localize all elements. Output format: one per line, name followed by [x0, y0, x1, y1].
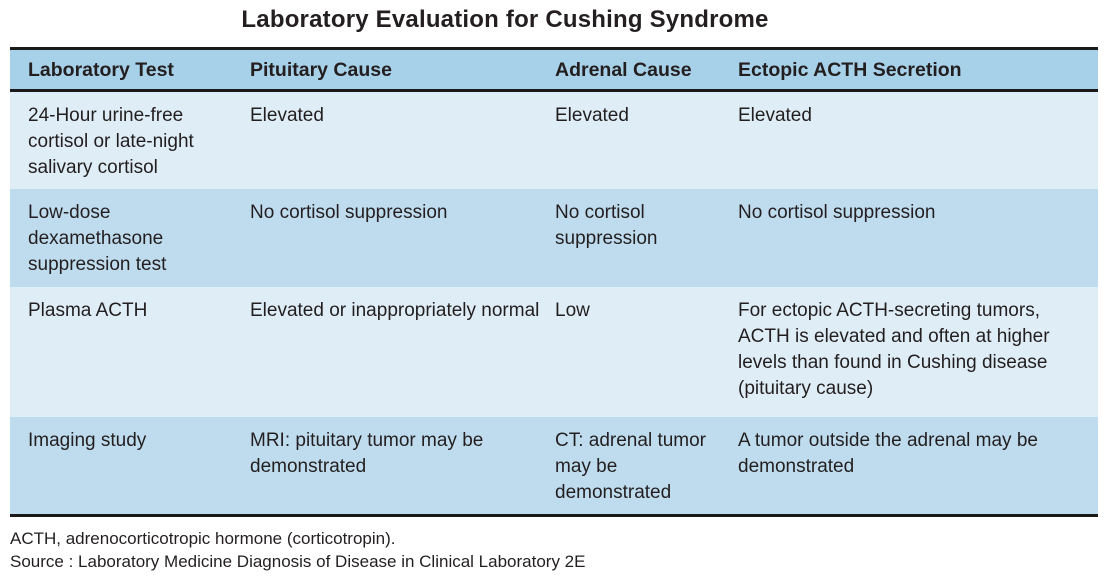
table-cell: Imaging study	[28, 429, 147, 451]
table-row-imaging-study: Imaging study MRI: pituitary tumor may b…	[10, 416, 1098, 516]
table-row-dexamethasone-suppression: Low-dose dexamethasone suppression test …	[10, 188, 1098, 287]
table-row-urine-free-cortisol: 24-Hour urine-free cortisol or late-nigh…	[10, 90, 1098, 189]
table-cell: Elevated	[738, 105, 812, 126]
table-cell: For ectopic ACTH-secreting tumors, ACTH …	[738, 299, 1050, 399]
table-cell: Elevated	[250, 105, 324, 126]
header-cell-adrenal-cause: Adrenal Cause	[555, 48, 738, 92]
header-row: Laboratory Test Pituitary Cause Adrenal …	[10, 48, 1098, 92]
page-title: Laboratory Evaluation for Cushing Syndro…	[241, 6, 769, 33]
table-cell: Elevated or inappropriately normal	[250, 299, 540, 321]
table-cell: MRI: pituitary tumor may be demonstrated	[250, 429, 484, 477]
footnotes: ACTH, adrenocorticotropic hormone (corti…	[10, 527, 585, 573]
table-cell: A tumor outside the adrenal may be demon…	[738, 429, 1038, 477]
table-cell: No cortisol suppression	[555, 201, 658, 249]
abbreviation-note: ACTH, adrenocorticotropic hormone (corti…	[10, 529, 396, 548]
table-cell: Low-dose dexamethasone suppression test	[28, 201, 167, 275]
lab-evaluation-table: Laboratory Test Pituitary Cause Adrenal …	[10, 47, 1098, 517]
table-cell: No cortisol suppression	[738, 201, 936, 223]
table-cell: Low	[555, 299, 590, 321]
header-cell-ectopic-acth-secretion: Ectopic ACTH Secretion	[738, 48, 1098, 92]
table-cell: CT: adrenal tumor may be demonstrated	[555, 429, 707, 503]
header-cell-laboratory-test: Laboratory Test	[10, 48, 250, 92]
table-cell: Plasma ACTH	[28, 299, 148, 321]
table-cell: No cortisol suppression	[250, 201, 448, 223]
source-note: Source : Laboratory Medicine Diagnosis o…	[10, 552, 586, 571]
table-row-plasma-acth: Plasma ACTH Elevated or inappropriately …	[10, 286, 1098, 417]
table-cell: 24-Hour urine-free cortisol or late-nigh…	[28, 105, 194, 178]
table-header: Laboratory Test Pituitary Cause Adrenal …	[10, 48, 1098, 92]
header-cell-pituitary-cause: Pituitary Cause	[250, 48, 555, 92]
table-body: 24-Hour urine-free cortisol or late-nigh…	[10, 90, 1098, 516]
table-cell: Elevated	[555, 105, 629, 126]
